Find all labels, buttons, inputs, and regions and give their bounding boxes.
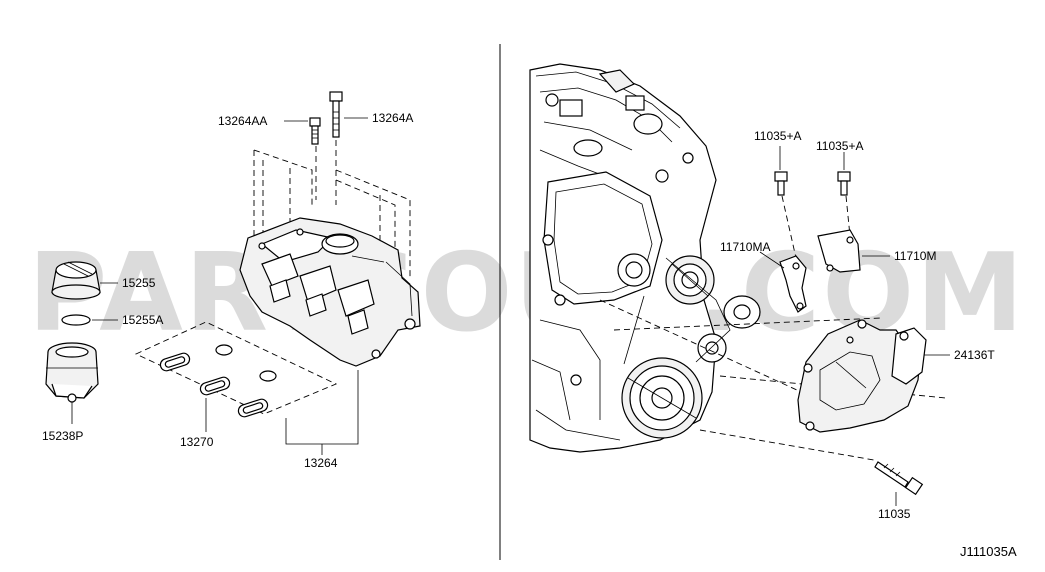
label-15255A: 15255A (122, 313, 163, 327)
bolt-11035 (874, 461, 924, 496)
intake-manifold-13264 (239, 217, 421, 367)
label-11710MA: 11710MA (720, 240, 770, 254)
label-15238P: 15238P (42, 429, 83, 443)
bolt-11035A-left (774, 171, 788, 196)
label-13270: 13270 (180, 435, 214, 449)
bolt-13264AA (309, 117, 321, 145)
filler-tube-15238P (45, 342, 99, 403)
bracket-11710MA (779, 255, 807, 313)
label-13264AA: 13264AA (218, 114, 267, 128)
label-11035A-1: 11035+A (754, 129, 802, 143)
label-11035A-2: 11035+A (816, 139, 864, 153)
label-24136T: 24136T (954, 348, 995, 362)
bolt-11035A-right (837, 171, 851, 196)
label-11710M: 11710M (894, 249, 936, 263)
bracket-11710M (817, 229, 861, 273)
o-ring-15255A (61, 314, 91, 326)
bracket-24136T (797, 319, 927, 433)
diagram-code: J111035A (960, 544, 1017, 559)
label-15255: 15255 (122, 276, 156, 290)
label-13264: 13264 (304, 456, 338, 470)
filler-cap-15255 (51, 261, 101, 300)
engine-assembly (529, 63, 761, 453)
label-13264A: 13264A (372, 111, 413, 125)
gasket-set-13270 (159, 344, 277, 418)
label-11035: 11035 (878, 507, 911, 521)
bolt-13264A (329, 91, 343, 138)
